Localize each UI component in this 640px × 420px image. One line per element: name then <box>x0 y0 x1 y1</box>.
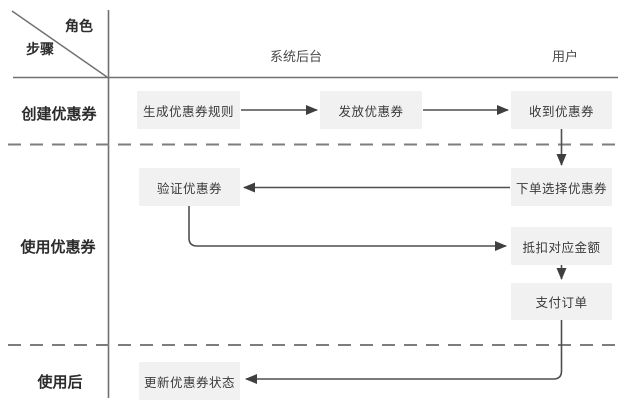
row-label-use-coupon: 使用优惠券 <box>20 239 96 256</box>
node-update-coupon-status: 更新优惠券状态 <box>139 362 240 400</box>
column-header-system-backend: 系统后台 <box>269 49 322 64</box>
corner-step-label: 步骤 <box>26 41 54 57</box>
node-order-select-coupon: 下单选择优惠券 <box>511 168 612 206</box>
corner-diagonal-divider <box>11 10 108 78</box>
column-header-user: 用户 <box>551 49 578 64</box>
arrow-verify-to-deduct <box>188 206 507 251</box>
row-label-after-use: 使用后 <box>37 374 83 391</box>
arrow-pay-to-update <box>245 320 563 384</box>
node-receive-coupon: 收到优惠券 <box>511 91 612 129</box>
node-verify-coupon: 验证优惠券 <box>139 168 240 206</box>
node-pay-order: 支付订单 <box>511 283 612 320</box>
node-issue-coupon: 发放优惠券 <box>320 91 422 129</box>
node-deduct-amount: 抵扣对应金额 <box>511 227 612 265</box>
row-label-create-coupon: 创建优惠券 <box>21 106 97 123</box>
corner-role-label: 角色 <box>65 18 93 34</box>
node-generate-coupon-rules: 生成优惠券规则 <box>137 91 240 129</box>
